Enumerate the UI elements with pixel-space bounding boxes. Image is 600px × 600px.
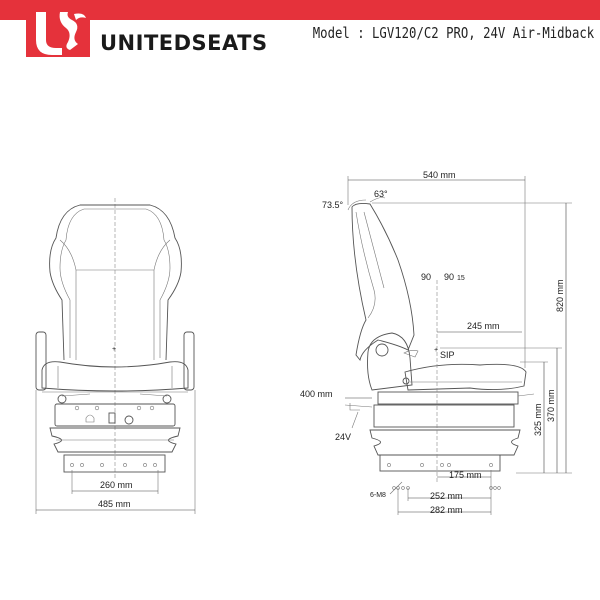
model-title: Model : LGV120/C2 PRO, 24V Air-Midback	[312, 24, 594, 42]
header-bar	[0, 0, 600, 20]
front-view-drawing: +	[35, 198, 196, 514]
dim-hole-spacing-inner: 252 mm	[430, 491, 463, 501]
dim-sip-to-front: 245 mm	[467, 321, 500, 331]
marker-a: 90	[421, 272, 431, 282]
dim-overall-depth: 540 mm	[423, 170, 456, 180]
angle-upright: 63°	[374, 189, 388, 199]
voltage-label: 24V	[335, 432, 351, 442]
dim-sip-height: 370 mm	[546, 389, 556, 422]
dim-slide-travel: 400 mm	[300, 389, 333, 399]
dim-sip-to-hole: 175 mm	[449, 470, 482, 480]
angle-recline: 73.5°	[322, 200, 344, 210]
adjust-knob-icon	[124, 415, 134, 425]
dim-hole-spacing-outer: 282 mm	[430, 505, 463, 515]
unitedseats-logo	[26, 8, 90, 57]
seat-pictogram-icon	[85, 414, 95, 423]
side-view-drawing: +	[344, 176, 572, 515]
marker-b: 90	[444, 272, 454, 282]
dim-overall-height: 820 mm	[555, 279, 565, 312]
brand-name: UNITEDSEATS	[100, 31, 268, 55]
sip-label: SIP	[440, 350, 455, 360]
dim-mount-width: 260 mm	[100, 480, 133, 490]
height-switch-icon	[108, 412, 116, 424]
sip-mark-icon: +	[434, 347, 438, 354]
dim-overall-width: 485 mm	[98, 499, 131, 509]
marker-c: 15	[457, 275, 465, 282]
center-mark-icon: +	[112, 346, 116, 353]
dim-cushion-height: 325 mm	[533, 403, 543, 436]
bolt-label: 6-M8	[370, 492, 386, 499]
